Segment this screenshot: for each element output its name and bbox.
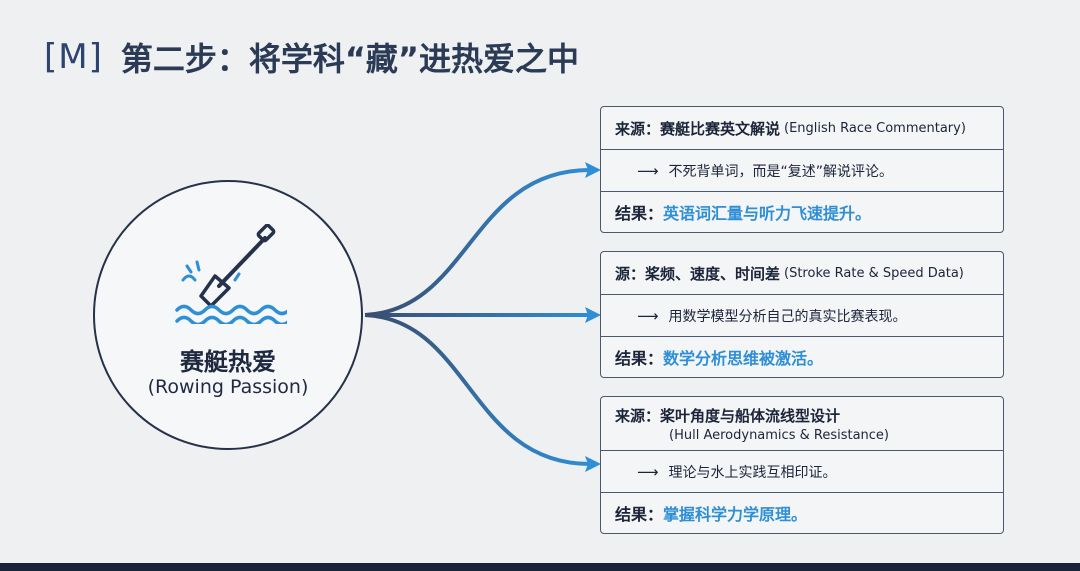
card-detail: ⟶ 用数学模型分析自己的真实比赛表现。 <box>601 295 1003 337</box>
card-result: 结果： 数学分析思维被激活。 <box>601 337 1003 377</box>
connector-arrowhead-2 <box>585 307 601 323</box>
detail-text: 不死背单词，而是“复述”解说评论。 <box>668 163 894 180</box>
card-header: 来源：桨叶角度与船体流线型设计 (Hull Aerodynamics & Res… <box>601 397 1003 451</box>
long-arrow-icon: ⟶ <box>637 161 659 180</box>
result-value: 掌握科学力学原理。 <box>663 505 808 524</box>
source-card-math: 源：桨频、速度、时间差 (Stroke Rate & Speed Data) ⟶… <box>600 251 1004 378</box>
connector-arrowhead-3 <box>585 456 601 472</box>
card-result: 结果： 掌握科学力学原理。 <box>601 493 1003 533</box>
hub-circle: 赛艇热爱 (Rowing Passion) <box>93 180 363 450</box>
page-heading: 第二步：将学科“藏”进热爱之中 <box>120 40 579 78</box>
source-label: 来源：桨叶角度与船体流线型设计 <box>615 407 841 425</box>
source-label: 源：桨频、速度、时间差 <box>615 264 781 283</box>
source-english-label: (Stroke Rate & Speed Data) <box>784 265 964 281</box>
source-card-english: 来源：赛艇比赛英文解说 (English Race Commentary) ⟶ … <box>600 106 1004 233</box>
page-title: [M] 第二步：将学科“藏”进热爱之中 <box>44 32 579 82</box>
footer-bar <box>0 563 1080 571</box>
card-detail: ⟶ 不死背单词，而是“复述”解说评论。 <box>601 150 1003 192</box>
hub-subtitle: (Rowing Passion) <box>147 376 309 398</box>
detail-text: 理论与水上实践互相印证。 <box>668 464 837 481</box>
result-value: 数学分析思维被激活。 <box>663 349 824 368</box>
result-label: 结果： <box>615 204 664 223</box>
result-label: 结果： <box>615 505 664 524</box>
rowing-oar-icon <box>175 224 287 324</box>
card-result: 结果： 英语词汇量与听力飞速提升。 <box>601 192 1003 232</box>
result-label: 结果： <box>615 349 664 368</box>
source-english-label: (Hull Aerodynamics & Resistance) <box>669 428 889 443</box>
card-header: 源：桨频、速度、时间差 (Stroke Rate & Speed Data) <box>601 252 1003 295</box>
card-header: 来源：赛艇比赛英文解说 (English Race Commentary) <box>601 107 1003 150</box>
source-english-label: (English Race Commentary) <box>784 120 966 136</box>
detail-text: 用数学模型分析自己的真实比赛表现。 <box>668 308 907 325</box>
hub-title: 赛艇热爱 <box>180 348 276 376</box>
connector-line-3 <box>364 313 591 466</box>
long-arrow-icon: ⟶ <box>637 306 659 325</box>
source-label: 来源：赛艇比赛英文解说 <box>615 119 781 138</box>
connector-line-1 <box>364 168 591 317</box>
source-card-physics: 来源：桨叶角度与船体流线型设计 (Hull Aerodynamics & Res… <box>600 396 1004 534</box>
result-value: 英语词汇量与听力飞速提升。 <box>663 204 872 223</box>
card-detail: ⟶ 理论与水上实践互相印证。 <box>601 451 1003 493</box>
connector-arrowhead-1 <box>585 162 601 178</box>
brand-logo: [M] <box>44 37 103 77</box>
long-arrow-icon: ⟶ <box>637 462 659 481</box>
